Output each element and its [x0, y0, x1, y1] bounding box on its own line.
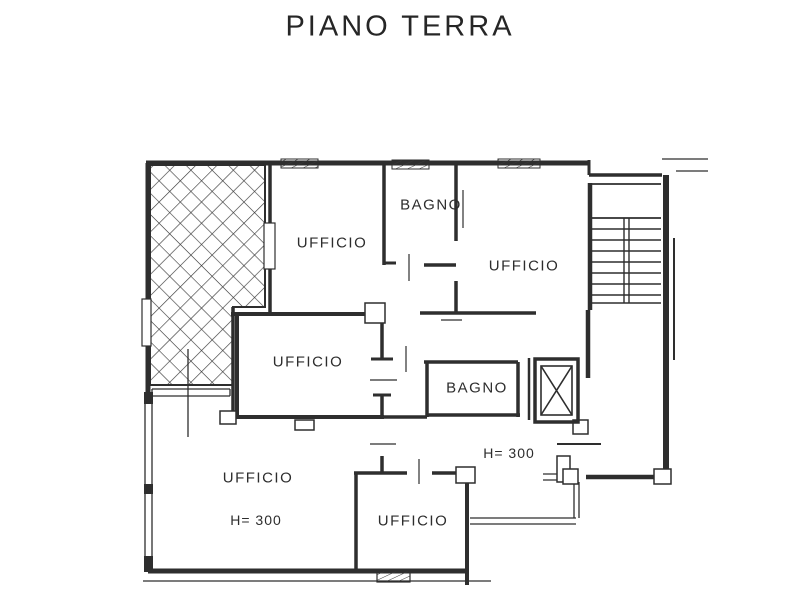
room-label-ufficio-top-right: UFFICIO [488, 257, 560, 275]
height-annotation-bottom-left: H= 300 [230, 512, 282, 528]
room-label-ufficio-bottom-left: UFFICIO [222, 469, 294, 487]
terrace-hatch [149, 164, 266, 437]
door-marks [263, 190, 601, 484]
inner-walls [228, 165, 664, 585]
room-label-ufficio-top-left: UFFICIO [296, 234, 368, 252]
height-annotation-right: H= 300 [483, 445, 535, 461]
room-label-ufficio-middle: UFFICIO [272, 353, 344, 371]
outer-walls [143, 158, 708, 582]
elevator-shaft [533, 357, 580, 424]
room-label-bagno-lower: BAGNO [446, 379, 508, 397]
staircase [592, 183, 661, 304]
room-label-bagno-top: BAGNO [400, 196, 462, 214]
outer-wall-piers [144, 392, 153, 572]
elevator-x-icon [540, 365, 573, 416]
windows [141, 158, 541, 583]
page-title: PIANO TERRA [285, 10, 515, 43]
room-label-ufficio-bottom-middle: UFFICIO [377, 512, 449, 530]
